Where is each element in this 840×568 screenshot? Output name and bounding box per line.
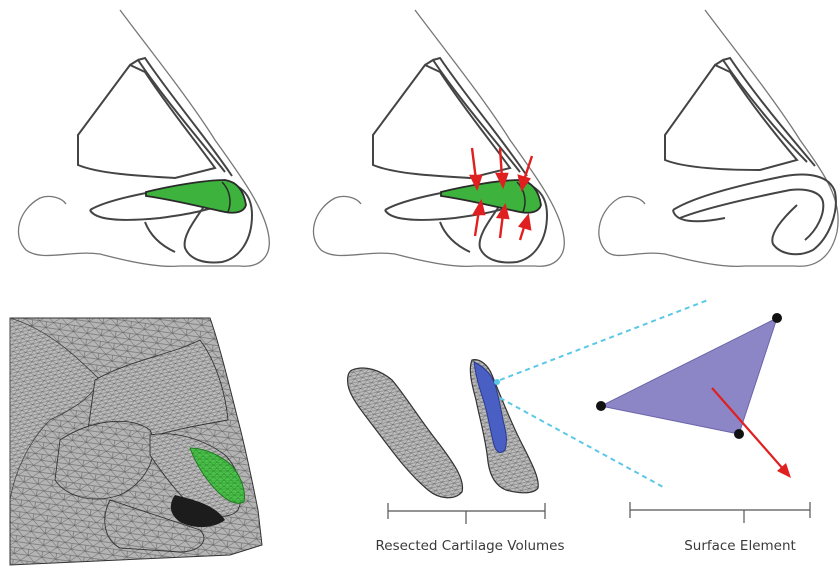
nose-mesh-model (10, 318, 262, 565)
green-cartilage-region (146, 180, 246, 213)
triangle-vertex-bottom (734, 429, 744, 439)
surface-element-panel: Surface Element (500, 300, 810, 554)
nose-diagram-resected (599, 10, 838, 266)
cartilage-volume-left (348, 368, 463, 498)
nose-diagram-forces (313, 10, 564, 266)
surface-triangle (601, 318, 777, 434)
alar-rim (673, 175, 836, 255)
resected-cartilage-volumes: Resected Cartilage Volumes (348, 360, 565, 554)
nose-profile-outline (18, 10, 269, 266)
caption-surface-element: Surface Element (684, 538, 796, 554)
nose-upper-lateral-cartilage (78, 65, 215, 178)
nose-diagram-original (18, 10, 269, 266)
surface-normal-arrow (712, 388, 791, 478)
caption-resected-cartilage: Resected Cartilage Volumes (375, 538, 564, 554)
surface-scale-bracket (630, 502, 810, 523)
surface-element-origin (494, 379, 500, 385)
triangle-vertex-left (596, 401, 606, 411)
triangle-vertex-top (772, 313, 782, 323)
cartilage-scale-bracket (388, 503, 545, 524)
